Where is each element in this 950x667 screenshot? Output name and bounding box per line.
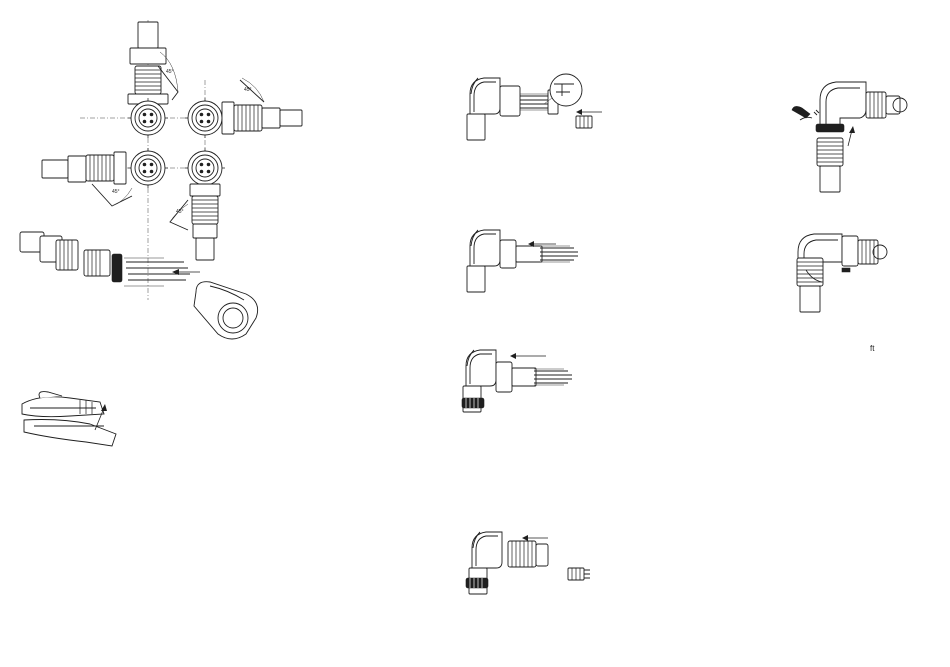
step-2-figure: [467, 230, 578, 292]
orientation-views: [42, 20, 302, 300]
corner-note: ft: [870, 345, 874, 353]
view-cable-up: [128, 22, 178, 138]
angle-label-top: 45°: [166, 70, 174, 75]
exploded-assembly: [20, 232, 258, 339]
angle-label-right: 45°: [244, 88, 252, 93]
view-cable-left: [42, 148, 168, 206]
step-3-figure: [462, 350, 572, 412]
angle-label-left: 45°: [112, 190, 120, 195]
step-6-figure: [797, 234, 887, 312]
crimp-tool: [22, 392, 116, 446]
view-cable-down: [170, 148, 225, 260]
step-4-figure: [466, 532, 590, 594]
angle-label-bottom: 45°: [176, 210, 184, 215]
step-5-figure: [792, 82, 907, 192]
step-1-figure: [467, 74, 602, 140]
